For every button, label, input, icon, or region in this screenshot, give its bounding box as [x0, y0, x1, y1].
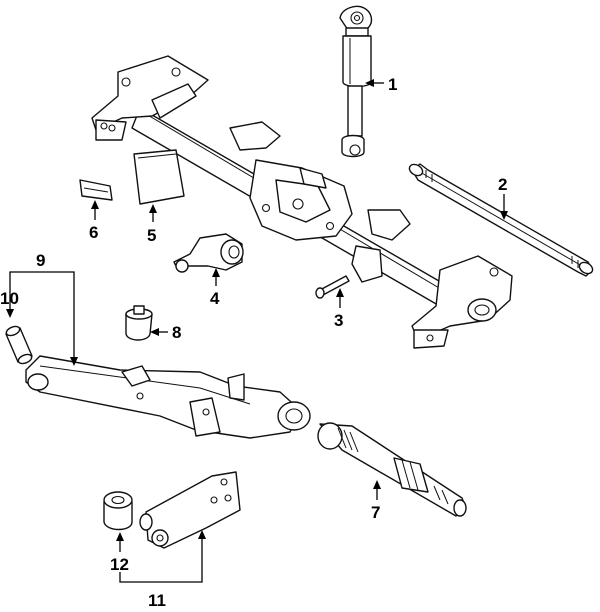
callout-6: 6 [89, 223, 98, 242]
callout-10: 10 [0, 289, 19, 308]
callout-labels: 1 2 3 4 5 6 7 8 9 10 11 12 [0, 75, 507, 610]
shock-absorber[interactable] [339, 5, 373, 158]
callout-7: 7 [371, 503, 380, 522]
bushing-10[interactable] [5, 325, 33, 366]
shim[interactable] [79, 179, 113, 201]
plate[interactable] [133, 149, 185, 205]
arm-bracket[interactable] [139, 471, 241, 549]
mount-bracket[interactable] [173, 233, 244, 273]
bump-stop[interactable] [125, 305, 153, 341]
trailing-arm[interactable] [25, 355, 311, 439]
callout-5: 5 [147, 226, 156, 245]
callout-8: 8 [172, 323, 181, 342]
callout-3: 3 [334, 311, 343, 330]
callout-1: 1 [388, 75, 397, 94]
bushing-12[interactable] [103, 491, 133, 531]
lateral-rod[interactable] [407, 162, 594, 277]
leader-lines [6, 79, 508, 583]
axle-beam[interactable] [91, 55, 513, 349]
callout-4: 4 [210, 289, 220, 308]
callout-12: 12 [110, 555, 129, 574]
callout-11: 11 [148, 591, 166, 610]
axle-shaft[interactable] [317, 422, 467, 517]
callout-9: 9 [36, 251, 45, 270]
callout-2: 2 [498, 175, 507, 194]
bolt[interactable] [315, 275, 350, 299]
